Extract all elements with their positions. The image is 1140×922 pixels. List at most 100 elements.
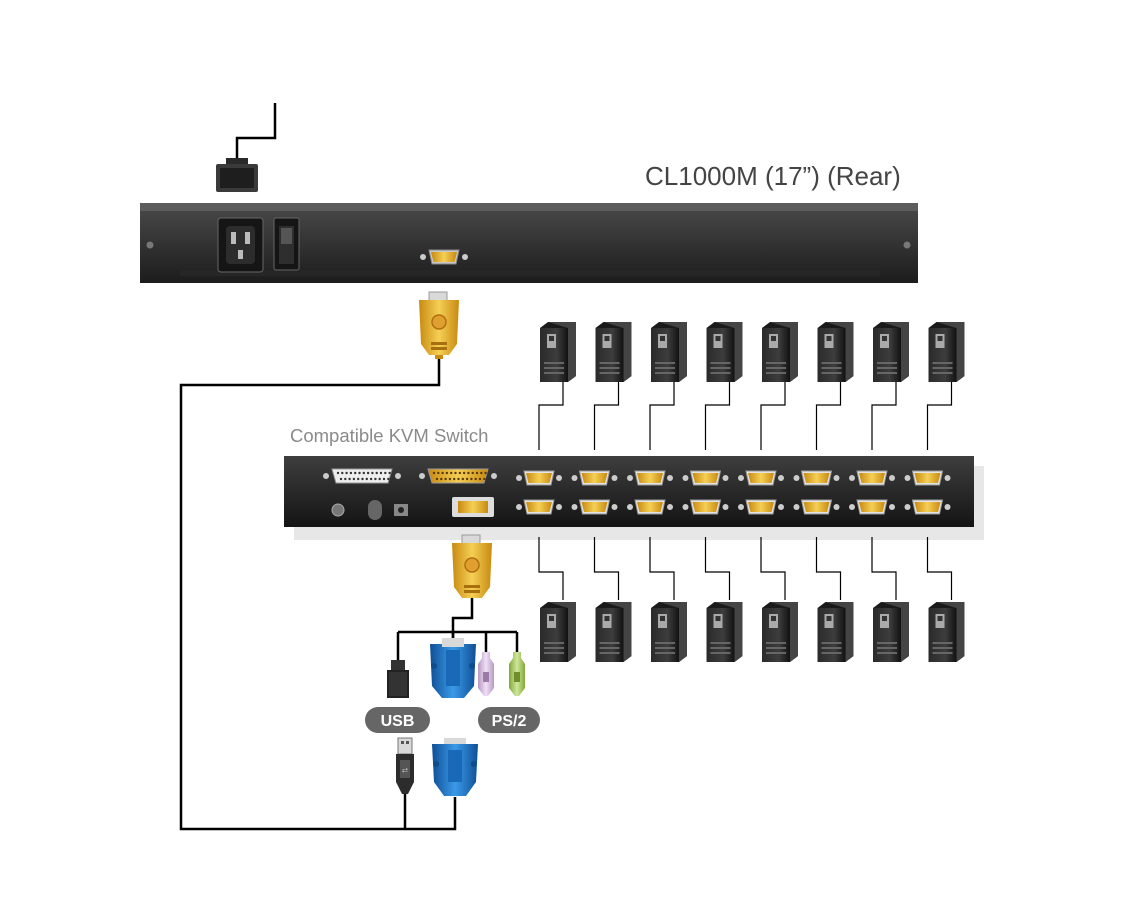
vga-port-icon [849,499,895,515]
db25-pin [336,471,340,475]
db25-pin [478,477,482,481]
db25-pin [379,471,383,475]
db25-pin [475,471,479,475]
vga-port-icon [682,470,729,486]
db25-pin [435,477,439,481]
db25-pin [358,471,361,475]
console-cable [179,355,457,831]
computer-tower-icon [706,322,743,382]
db25-pin [349,471,353,475]
db25-pin [440,477,443,481]
kvm-switch [368,500,382,520]
computer-tower-icon [540,322,576,382]
console-model-title: CL1000M (17”) (Rear) [645,161,901,191]
db25-pin [345,471,348,475]
computer-link-line [760,382,786,450]
vga-port-icon [849,470,895,486]
db25-pin [462,471,466,475]
ac-inlet-icon [217,217,264,273]
computer-link-line [760,537,786,600]
computer-link-line [926,537,953,600]
ps2-badge-label: PS/2 [492,713,527,730]
db25-pin [382,477,386,481]
vga-port-icon [793,499,840,515]
db25-pin [471,471,474,475]
db25-pin [378,477,381,481]
db25-pin [458,471,461,475]
computer-links-bottom [538,537,953,600]
db25-pin [354,471,357,475]
kvm-dial [331,503,345,517]
db25-pin [369,477,373,481]
db25-pin [352,477,356,481]
db25-pin [445,471,449,475]
vga-port-icon [682,499,729,515]
db25-pin [365,477,368,481]
vga-port-icon [904,499,951,515]
computers-top-row [540,322,965,382]
power-cable [235,103,277,160]
computer-link-line [649,382,675,450]
vga-port-icon [904,470,951,486]
db25-port-left [323,468,401,484]
computer-link-line [649,537,675,600]
db25-pin [480,471,483,475]
usb-plug-icon [387,660,409,698]
usb-badge-label: USB [381,713,415,730]
db25-pin [371,471,374,475]
cables [179,103,519,831]
db25-pin [450,471,453,475]
computer-link-line [871,537,897,600]
computer-tower-icon [540,602,576,662]
power-cord-icon [216,158,258,192]
computer-tower-icon [706,602,743,662]
db25-pin [448,477,452,481]
computer-link-line [593,537,620,600]
computer-link-line [593,382,620,450]
ps2-plug-icon [478,652,494,696]
db25-pin [374,477,377,481]
db25-port-right [419,468,497,484]
computer-tower-icon [762,322,798,382]
db25-pin [437,471,440,475]
db25-pin [441,471,444,475]
vga-port-icon [793,470,840,486]
db25-pin [341,471,344,475]
db25-pin [344,477,347,481]
db25-pin [483,477,486,481]
vga-port-icon [516,499,562,515]
computer-link-line [538,537,564,600]
computers-bottom-row [540,602,965,662]
kvm-switch-panel [284,456,984,540]
kvm-switch-title: Compatible KVM Switch [290,425,489,446]
power-switch-icon [273,217,300,271]
vga-connector-icon [432,738,478,796]
computer-tower-icon [873,602,909,662]
ps2-badge: PS/2 [478,707,540,733]
db25-pin [432,471,436,475]
usb-plug-icon: ⮂ [396,737,414,794]
vga-connector-icon [430,638,476,698]
vga-port-icon [571,470,618,486]
db25-pin [366,471,370,475]
vga-connector-icon [419,291,459,359]
db25-pin [484,471,487,475]
db25-pin [453,477,456,481]
computer-links-top [538,382,953,450]
db25-pin [470,477,473,481]
svg-text:⮂: ⮂ [402,766,409,775]
computer-link-line [871,382,897,450]
computer-tower-icon [651,322,687,382]
computer-tower-icon [651,602,687,662]
db25-pin [384,471,387,475]
db25-pin [474,477,477,481]
vga-port-icon [627,499,673,515]
computer-link-line [926,382,953,450]
db25-pin [357,477,360,481]
db25-pin [457,477,460,481]
vga-port-icon [516,470,562,486]
computer-tower-icon [817,322,854,382]
db25-pin [339,477,343,481]
db25-pin [388,471,391,475]
